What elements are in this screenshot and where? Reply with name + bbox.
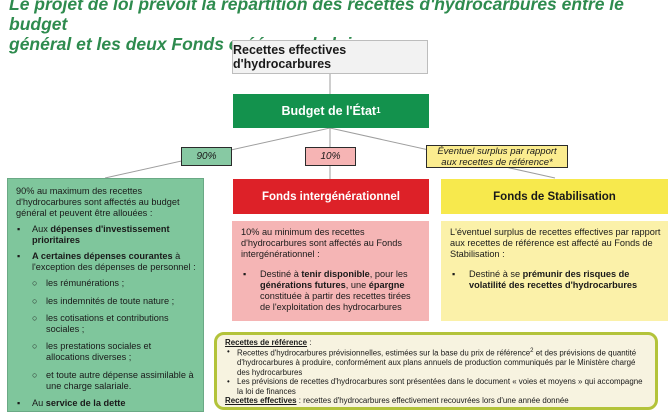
fonds-int-item: ▪ Destiné à tenir disponible, pour les g… xyxy=(241,269,423,314)
budget-item2-rest: à l'exception des dépenses de personnel … xyxy=(32,251,196,273)
fonds-int-item-prefix: Destiné à xyxy=(260,268,302,279)
budget-item3-prefix: Au xyxy=(32,398,46,409)
fonds-int-item-bold3: épargne xyxy=(368,279,405,290)
square-bullet-icon: ▪ xyxy=(17,223,21,234)
fonds-stab-item-prefix: Destiné à se xyxy=(469,268,523,279)
budget-subitem: ○ et toute autre dépense assimilable à u… xyxy=(16,370,196,392)
reference-bullet1-part1: Recettes d'hydrocarbures prévisionnelles… xyxy=(237,349,531,359)
budget-subitem: ○ les rémunérations ; xyxy=(16,278,196,289)
budget-subitem-text: les indemnités de toute nature ; xyxy=(46,295,175,306)
budget-item-debt: ▪ Au service de la dette xyxy=(16,398,196,409)
reference-bullet-1: • Recettes d'hydrocarbures prévisionnell… xyxy=(225,347,647,377)
reference-colon-1: : xyxy=(307,338,312,347)
surplus-badge: Éventuel surplus par rapport aux recette… xyxy=(426,145,568,168)
dot-bullet-icon: • xyxy=(227,377,230,387)
fonds-stab-item-bold: prémunir des risques de volatilité des r… xyxy=(469,268,638,290)
reference-line-effective: Recettes effectives : recettes d'hydroca… xyxy=(225,396,647,405)
reference-bullet-2: • Les prévisions de recettes d'hydrocarb… xyxy=(225,377,647,396)
reference-definitions-box: Recettes de référence : • Recettes d'hyd… xyxy=(214,332,658,410)
share-10-badge: 10% xyxy=(305,147,356,166)
budget-subitem: ○ les indemnités de toute nature ; xyxy=(16,296,196,307)
budget-item-current: ▪ A certaines dépenses courantes à l'exc… xyxy=(16,251,196,273)
fonds-int-item-bold2: générations futures xyxy=(260,279,346,290)
fonds-stab-intro: L'éventuel surplus de recettes effective… xyxy=(450,227,661,260)
square-bullet-icon: ▪ xyxy=(452,268,456,279)
surplus-line-2: aux recettes de référence* xyxy=(441,156,553,168)
circle-bullet-icon: ○ xyxy=(32,369,38,380)
surplus-line-1: Éventuel surplus par rapport xyxy=(437,145,557,157)
budget-item-investment: ▪ Aux dépenses d'investissement priorita… xyxy=(16,224,196,246)
recettes-effectives-box: Recettes effectives d'hydrocarbures xyxy=(232,40,428,74)
reference-bullet1-part2: et des prévisions de quantité d'hydrocar… xyxy=(237,349,637,377)
fonds-int-item-rest: constituée à partir des recettes tirées … xyxy=(260,291,411,313)
budget-item1-prefix: Aux xyxy=(32,223,51,234)
dot-bullet-icon: • xyxy=(227,347,230,357)
fonds-int-item-mid2: , une xyxy=(345,279,369,290)
budget-etat-label: Budget de l'État xyxy=(281,104,377,118)
budget-allocation-panel: 90% au maximum des recettes d'hydrocarbu… xyxy=(7,178,204,412)
circle-bullet-icon: ○ xyxy=(32,295,38,306)
budget-item3-bold: service de la dette xyxy=(45,398,126,409)
budget-subitem: ○ les prestations sociales et allocation… xyxy=(16,341,196,363)
fonds-int-item-mid: , pour les xyxy=(369,268,408,279)
budget-item1-bold: dépenses d'investissement prioritaires xyxy=(32,223,170,245)
circle-bullet-icon: ○ xyxy=(32,278,38,289)
square-bullet-icon: ▪ xyxy=(17,251,21,262)
reference-label-2: Recettes effectives xyxy=(225,396,297,406)
budget-subitem-text: les cotisations et contributions sociale… xyxy=(46,312,169,335)
reference-bullet1-footnote: 2 xyxy=(530,348,534,355)
reference-label-1: Recettes de référence xyxy=(225,338,308,347)
fonds-int-item-bold1: tenir disponible xyxy=(301,268,370,279)
square-bullet-icon: ▪ xyxy=(243,268,247,279)
fonds-stabilisation-panel: L'éventuel surplus de recettes effective… xyxy=(441,221,668,321)
fonds-stabilisation-header: Fonds de Stabilisation xyxy=(441,179,668,214)
circle-bullet-icon: ○ xyxy=(32,341,38,352)
fonds-intergenerationnel-panel: 10% au minimum des recettes d'hydrocarbu… xyxy=(232,221,429,321)
reference-bullet2-text: Les prévisions de recettes d'hydrocarbur… xyxy=(237,377,643,396)
budget-subitem-text: les prestations sociales et allocations … xyxy=(46,341,152,363)
square-bullet-icon: ▪ xyxy=(17,398,21,409)
circle-bullet-icon: ○ xyxy=(32,312,38,323)
budget-subitem-text: et toute autre dépense assimilable à une… xyxy=(46,369,194,391)
reference-line-1: Recettes de référence : xyxy=(225,338,647,347)
title-line-1: Le projet de loi prévoit la répartition … xyxy=(9,0,624,34)
budget-subitem-text: les rémunérations ; xyxy=(46,278,125,289)
fonds-stab-item: ▪ Destiné à se prémunir des risques de v… xyxy=(450,269,662,291)
fonds-int-intro: 10% au minimum des recettes d'hydrocarbu… xyxy=(241,227,402,260)
reference-definition-2: : recettes d'hydrocarbures effectivement… xyxy=(296,396,569,406)
budget-item2-bold: A certaines dépenses courantes xyxy=(32,251,173,262)
share-90-badge: 90% xyxy=(181,147,232,166)
budget-intro: 90% au maximum des recettes d'hydrocarbu… xyxy=(16,186,180,219)
budget-subitem: ○ les cotisations et contributions socia… xyxy=(16,313,196,335)
fonds-intergenerationnel-header: Fonds intergénérationnel xyxy=(233,179,429,214)
